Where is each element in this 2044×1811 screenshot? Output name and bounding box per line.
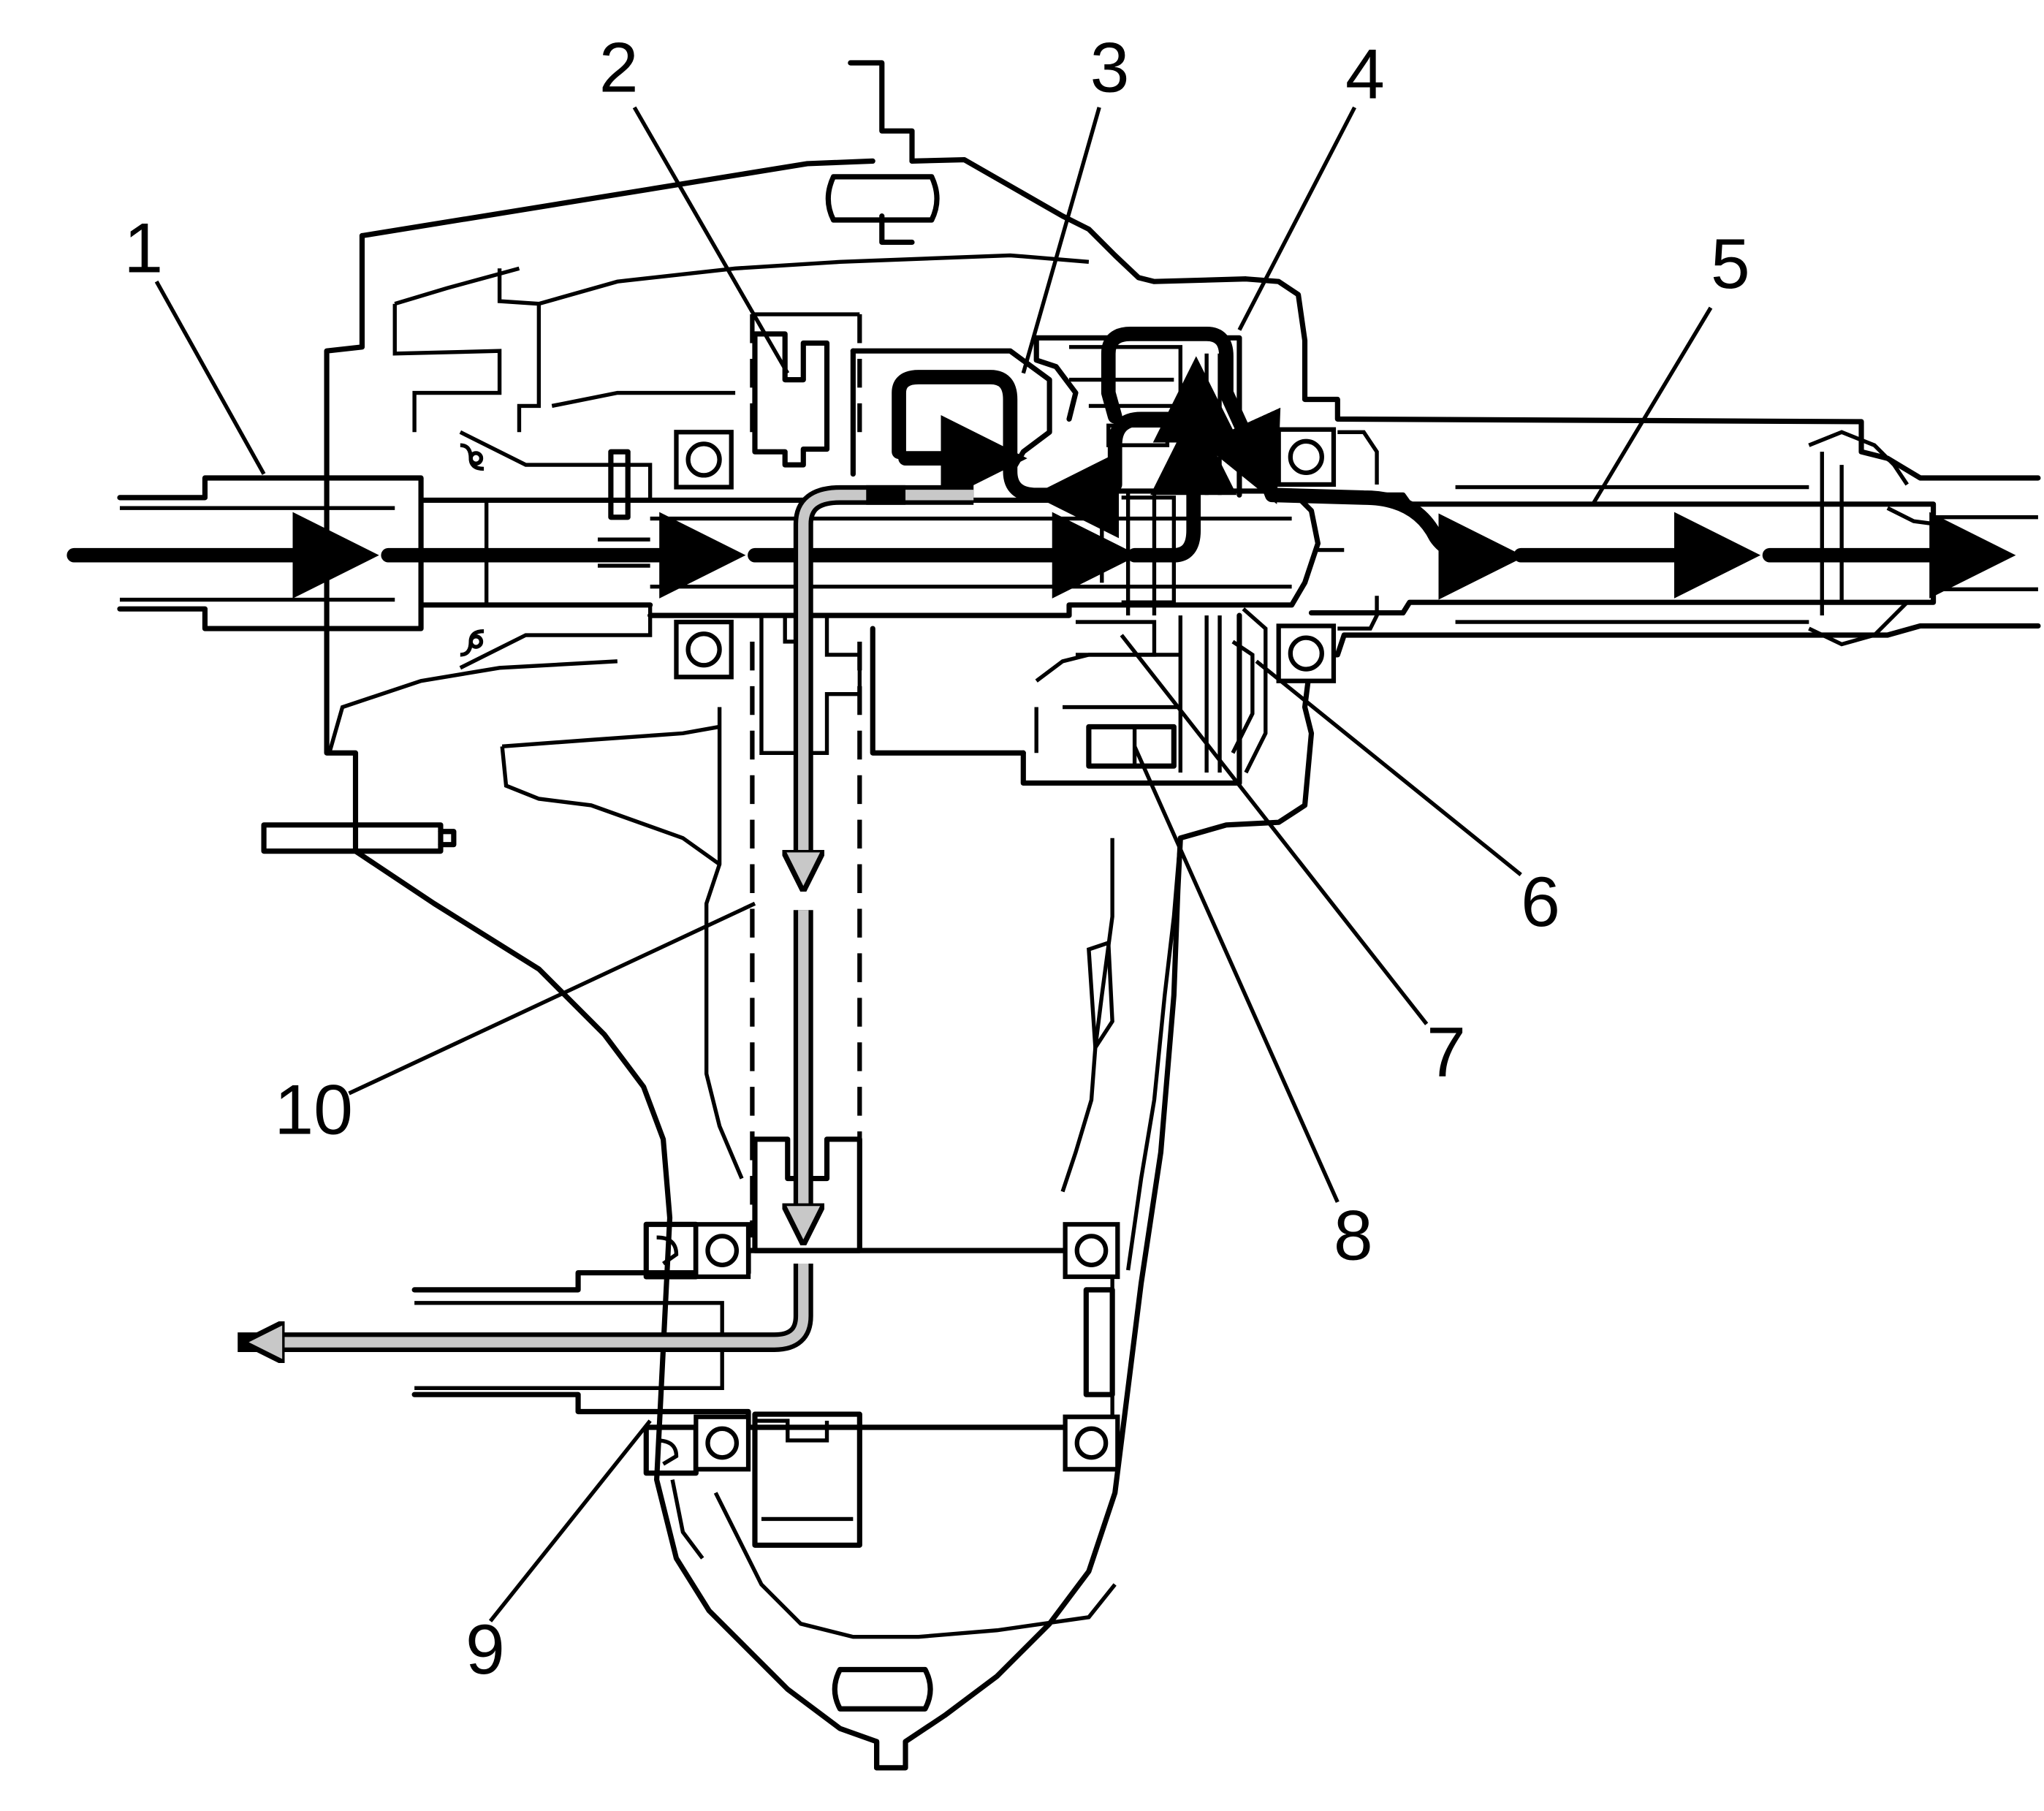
input-seals bbox=[460, 443, 485, 657]
front-output-flow bbox=[238, 485, 974, 1343]
callout-9: 9 bbox=[466, 1609, 505, 1689]
leader-6 bbox=[1255, 659, 1522, 876]
callout-labels: 1 2 3 4 5 6 7 8 9 10 bbox=[124, 27, 1749, 1688]
callout-3: 3 bbox=[1090, 27, 1130, 107]
callout-5: 5 bbox=[1711, 224, 1750, 303]
flow-path-up-left bbox=[1107, 356, 1239, 492]
leader-10 bbox=[348, 901, 756, 1096]
callout-2: 2 bbox=[599, 27, 639, 107]
callout-10: 10 bbox=[274, 1070, 353, 1150]
leader-2 bbox=[632, 106, 790, 374]
bearing-front-left-lower bbox=[694, 1414, 751, 1472]
flow-path-front-output bbox=[264, 1264, 809, 1343]
flow-path-front-branch bbox=[803, 490, 974, 870]
leader-5 bbox=[1591, 306, 1713, 506]
leader-7 bbox=[1120, 634, 1429, 1025]
callout-1: 1 bbox=[124, 208, 163, 288]
bearing-front-right-lower bbox=[1063, 1414, 1120, 1472]
flow-path-ring bbox=[1101, 327, 1281, 504]
bearing-rear-upper bbox=[1276, 427, 1337, 487]
callout-4: 4 bbox=[1345, 34, 1385, 113]
flow-path-planetary-lower bbox=[1127, 409, 1237, 563]
transfer-case-housing bbox=[261, 60, 2041, 1771]
front-output-shaft bbox=[411, 1248, 1115, 1430]
leader-3 bbox=[1021, 107, 1101, 374]
leader-lines bbox=[154, 106, 1713, 1622]
leader-8 bbox=[1133, 745, 1340, 1203]
bearings bbox=[674, 427, 1337, 1472]
rear-output-flow bbox=[67, 327, 2016, 600]
drive-sprocket bbox=[752, 331, 862, 755]
bearing-front-right-upper bbox=[1063, 1222, 1120, 1280]
leader-1 bbox=[154, 280, 266, 475]
flow-path-to-rear bbox=[1258, 471, 1525, 600]
bearing-input-lower bbox=[674, 619, 734, 680]
callout-6: 6 bbox=[1521, 862, 1560, 941]
leader-9 bbox=[488, 1419, 652, 1622]
bearing-input-upper bbox=[674, 430, 734, 490]
bearing-front-left-upper bbox=[694, 1222, 751, 1280]
leader-4 bbox=[1237, 106, 1356, 331]
input-shaft bbox=[117, 430, 653, 670]
callout-8: 8 bbox=[1334, 1196, 1373, 1275]
bearing-rear-lower bbox=[1276, 623, 1337, 683]
callout-7: 7 bbox=[1426, 1012, 1466, 1092]
